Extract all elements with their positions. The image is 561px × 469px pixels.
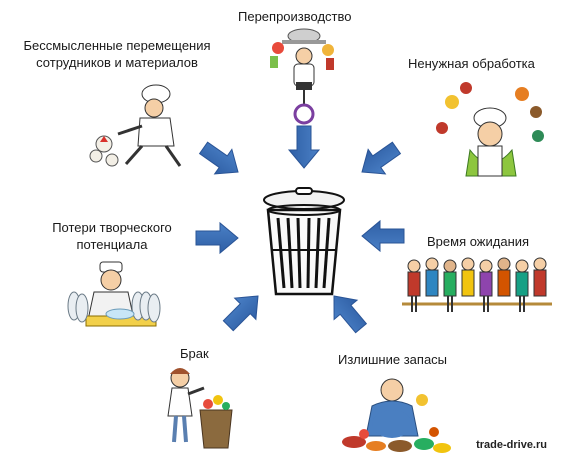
watermark: trade-drive.ru bbox=[476, 439, 547, 451]
arrow-right bbox=[361, 220, 405, 252]
defects-illustration bbox=[167, 368, 233, 449]
label-inventory: Излишние запасы bbox=[338, 352, 448, 367]
label-creativity-line2: потенциала bbox=[76, 237, 148, 252]
arrow-bottom-left bbox=[217, 284, 270, 337]
label-creativity: Потери творческого потенциала bbox=[42, 219, 182, 253]
label-waiting: Время ожидания bbox=[427, 234, 530, 249]
arrow-left bbox=[195, 222, 239, 254]
processing-illustration bbox=[436, 82, 544, 177]
label-movement-line1: Бессмысленные перемещения bbox=[23, 38, 211, 53]
movement-illustration bbox=[89, 84, 182, 167]
arrow-top-right bbox=[352, 135, 406, 185]
label-overproduction: Перепроизводство bbox=[238, 9, 352, 24]
trash-can-icon bbox=[263, 187, 345, 296]
label-movement: Бессмысленные перемещения сотрудников и … bbox=[12, 37, 222, 71]
arrow-top bbox=[288, 125, 320, 169]
label-movement-line2: сотрудников и материалов bbox=[36, 55, 198, 70]
creativity-illustration bbox=[67, 261, 161, 327]
label-creativity-line1: Потери творческого bbox=[52, 220, 172, 235]
waiting-illustration bbox=[402, 257, 552, 312]
overproduction-illustration bbox=[270, 28, 334, 125]
inventory-illustration bbox=[342, 378, 451, 453]
arrow-top-left bbox=[194, 135, 248, 185]
label-defects: Брак bbox=[180, 346, 209, 361]
label-processing: Ненужная обработка bbox=[408, 56, 535, 71]
